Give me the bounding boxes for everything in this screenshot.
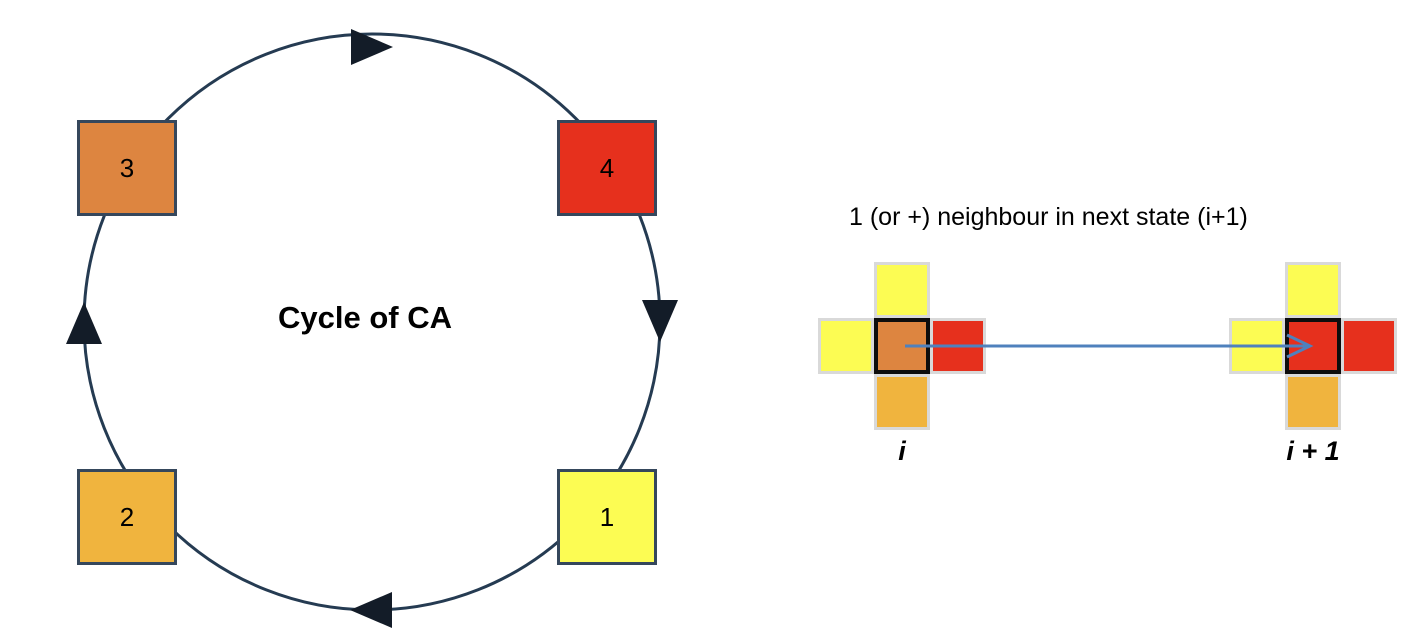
- neighbor-cell-right: [1341, 318, 1397, 374]
- neighbor-cell-top: [1285, 262, 1341, 318]
- cell-neighbourhood-state-i: [818, 262, 986, 430]
- center-cell-state-i-plus-1: [1285, 318, 1341, 374]
- neighbor-cell-right: [930, 318, 986, 374]
- neighbor-cell-bottom: [874, 374, 930, 430]
- state-label-2: 2: [119, 501, 135, 532]
- neighbor-cell-bottom: [1285, 374, 1341, 430]
- label-state-i: i: [898, 436, 906, 466]
- neighbor-cell-left: [1229, 318, 1285, 374]
- arrow-top-clockwise-icon: [351, 29, 393, 65]
- cycle-title: Cycle of CA: [278, 300, 452, 335]
- transition-caption: 1 (or +) neighbour in next state (i+1): [849, 203, 1248, 231]
- state-label-1: 1: [599, 501, 615, 532]
- state-square-2: 2: [77, 469, 177, 565]
- label-state-i-plus-1: i + 1: [1286, 436, 1340, 466]
- state-label-3: 3: [119, 152, 135, 183]
- arrow-left-up-icon: [66, 302, 102, 344]
- arrow-bottom-counterleft-icon: [350, 592, 392, 628]
- state-square-1: 1: [557, 469, 657, 565]
- state-label-4: 4: [599, 152, 615, 183]
- neighbor-cell-top: [874, 262, 930, 318]
- cell-neighbourhood-state-i-plus-1: [1229, 262, 1397, 430]
- state-square-4: 4: [557, 120, 657, 216]
- state-square-3: 3: [77, 120, 177, 216]
- neighbor-cell-left: [818, 318, 874, 374]
- center-cell-state-i: [874, 318, 930, 374]
- cycle-circle-svg: [66, 29, 678, 628]
- arrow-right-down-icon: [642, 300, 678, 342]
